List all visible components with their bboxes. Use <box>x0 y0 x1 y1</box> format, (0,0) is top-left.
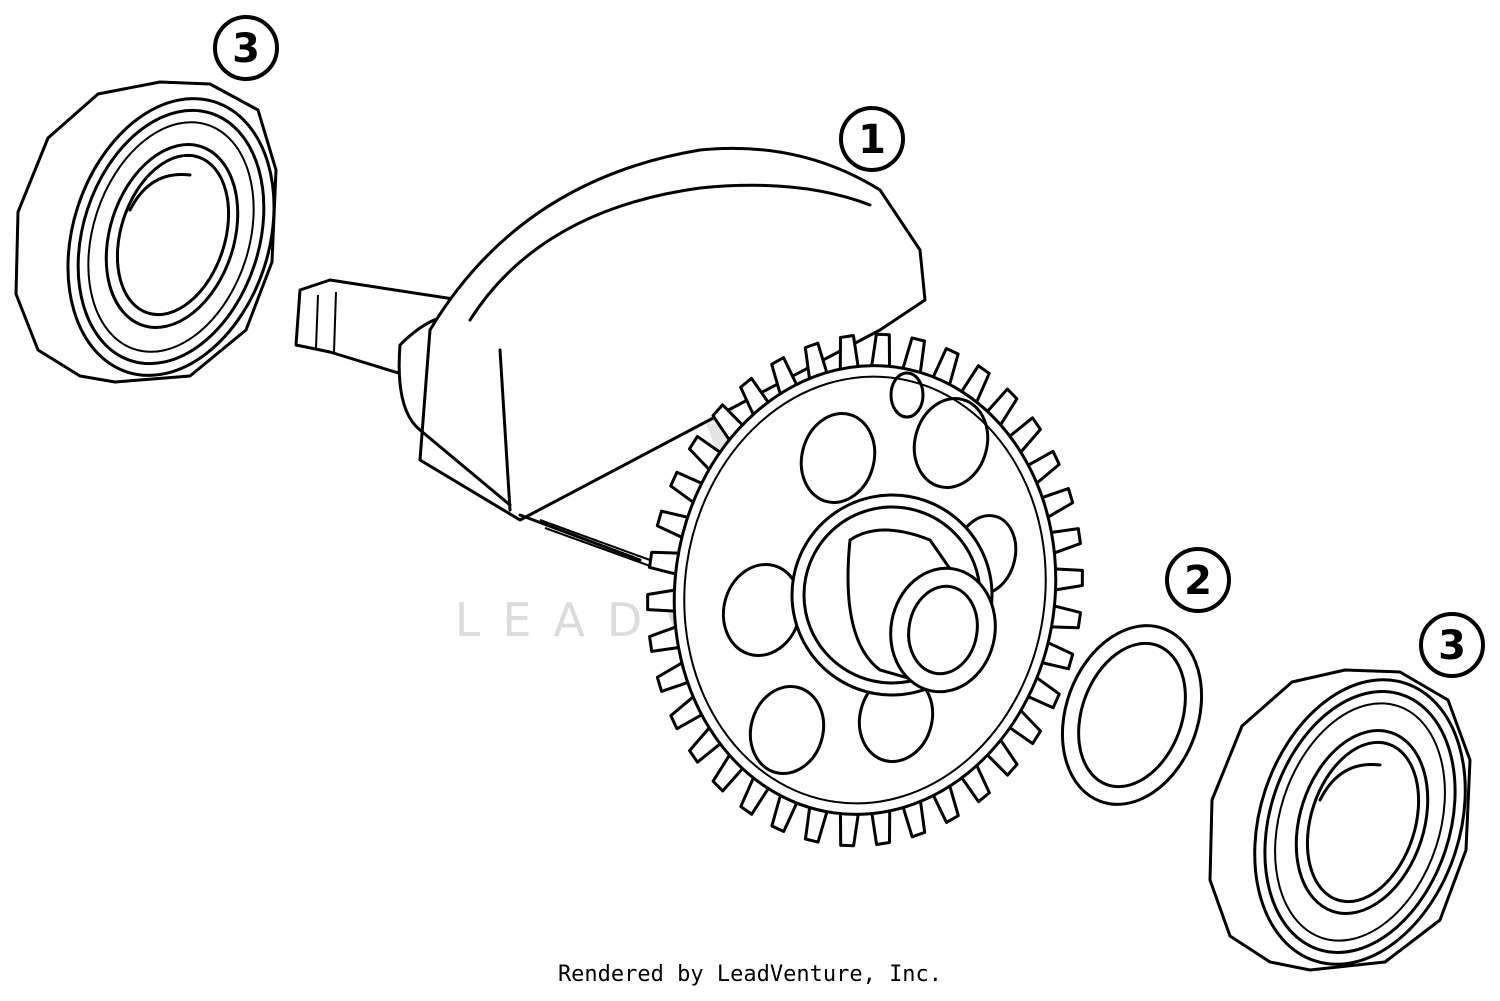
callout-label: 2 <box>1184 558 1212 604</box>
shim <box>1060 624 1204 806</box>
callout-label: 3 <box>1438 623 1466 669</box>
callout-3-right: 3 <box>1419 612 1485 678</box>
callout-2: 2 <box>1165 547 1231 613</box>
crankshaft <box>294 146 927 567</box>
crank-gear <box>646 332 1084 848</box>
callout-label: 1 <box>858 117 886 163</box>
footer-credit: Rendered by LeadVenture, Inc. <box>557 962 943 987</box>
bearing-right <box>1208 668 1472 972</box>
callout-label: 3 <box>232 26 260 72</box>
callout-1: 1 <box>839 106 905 172</box>
callout-3-left: 3 <box>213 15 279 81</box>
bearing-left <box>14 80 278 384</box>
